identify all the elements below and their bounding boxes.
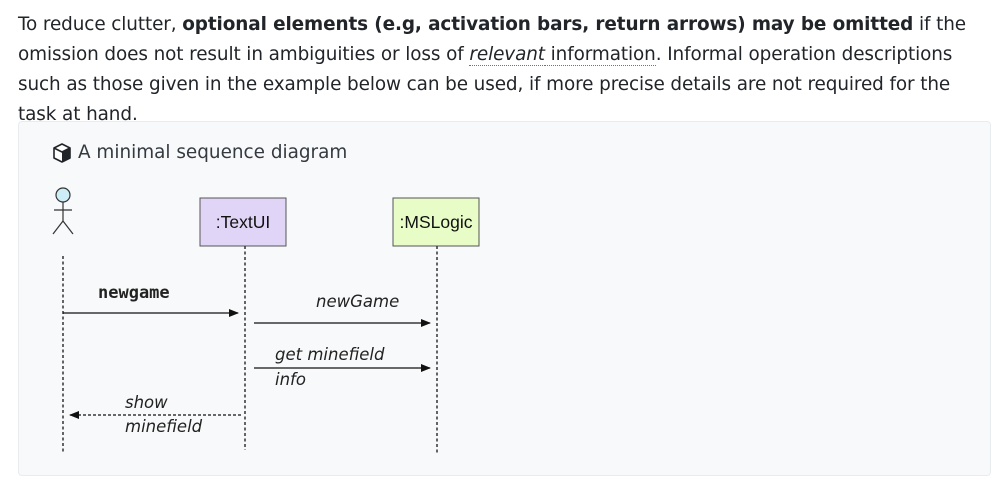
glossary-term-relevant[interactable]: relevant [469, 44, 545, 66]
message-show-minefield-label-1: show [125, 393, 168, 412]
example-title-text: A minimal sequence diagram [78, 142, 348, 163]
participant-mslogic-label: :MSLogic [400, 212, 473, 232]
message-newGame-label: newGame [316, 292, 399, 311]
cube-icon [52, 143, 72, 163]
paragraph-text-1: To reduce clutter, [18, 14, 183, 35]
participant-textui: :TextUI [199, 197, 287, 247]
paragraph-text-2: if the omission does not result in ambig… [18, 14, 966, 65]
user-actor-icon [52, 187, 74, 235]
example-box [18, 121, 991, 476]
message-show-minefield-label-2: minefield [125, 417, 203, 436]
message-newgame-label: newgame [98, 283, 170, 303]
message-get-minefield-label-2: info [275, 370, 306, 389]
intro-paragraph: To reduce clutter, optional elements (e.… [18, 10, 993, 130]
example-title: A minimal sequence diagram [52, 140, 347, 166]
participant-mslogic: :MSLogic [392, 197, 480, 247]
participant-textui-label: :TextUI [216, 212, 270, 232]
paragraph-text-3: . Informal operation descriptions such a… [18, 44, 953, 125]
paragraph-bold-text: optional elements (e.g, activation bars,… [182, 14, 914, 35]
glossary-term-information[interactable]: information [544, 44, 656, 66]
message-get-minefield-label-1: get minefield [275, 345, 385, 364]
